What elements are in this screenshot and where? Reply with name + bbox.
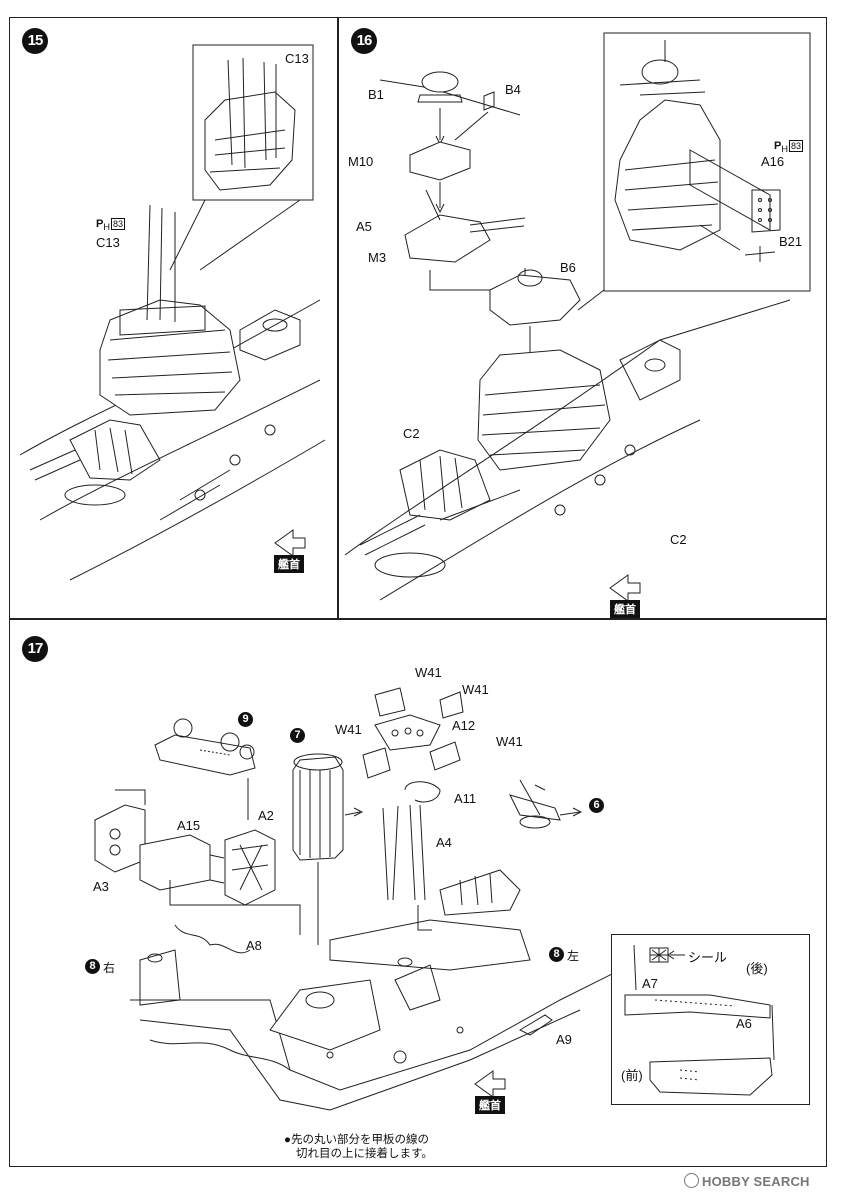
part-label-w41-d: W41	[496, 734, 523, 749]
part-label-b4: B4	[505, 82, 521, 97]
label-front: (前)	[621, 1068, 643, 1083]
part-label-b21: B21	[779, 234, 803, 249]
part-label-c2-left: C2	[403, 426, 420, 441]
subassembly-ref-8-right: 8	[85, 959, 100, 974]
part-label-a3: A3	[93, 879, 109, 894]
part-label-c13-inset: C13	[285, 51, 309, 66]
bow-label-16: 艦首	[610, 600, 640, 618]
side-label-left: 左	[567, 949, 580, 963]
bow-direction-marker-17: 艦首	[467, 1066, 517, 1116]
bow-direction-marker-15: 艦首	[266, 525, 316, 575]
step-number-15: 15	[22, 28, 48, 54]
part-label-a7: A7	[642, 976, 658, 991]
subassembly-ref-6: 6	[589, 798, 604, 813]
part-label-b6: B6	[560, 260, 576, 275]
part-label-c13: C13	[96, 235, 120, 250]
label-rear: (後)	[746, 961, 768, 976]
part-label-m3: M3	[368, 250, 387, 265]
watermark-text: HOBBY SEARCH	[702, 1174, 810, 1189]
part-label-a9: A9	[556, 1032, 572, 1047]
part-label-m10: M10	[348, 154, 374, 169]
subassembly-ref-7: 7	[290, 728, 305, 743]
watermark: HOBBY SEARCH	[684, 1173, 810, 1189]
side-label-right: 右	[103, 961, 116, 975]
step-number-17: 17	[22, 636, 48, 662]
step-number-16: 16	[351, 28, 377, 54]
part-label-w41-a: W41	[415, 665, 442, 680]
part-label-a4: A4	[436, 835, 452, 850]
assembly-note-line-2: 切れ目の上に接着します。	[296, 1148, 433, 1160]
bow-direction-marker-16: 艦首	[602, 570, 652, 620]
subassembly-ref-9: 9	[238, 712, 253, 727]
part-label-a11: A11	[454, 791, 477, 806]
assembly-note: ●先の丸い部分を甲板の線の 切れ目の上に接着します。	[284, 1133, 433, 1161]
part-label-a2: A2	[258, 808, 274, 823]
bow-label-17: 艦首	[475, 1096, 505, 1114]
part-label-b1: B1	[368, 87, 384, 102]
bow-label-15: 艦首	[274, 555, 304, 573]
part-label-c2-right: C2	[670, 532, 687, 547]
watermark-logo-icon	[684, 1173, 699, 1188]
part-label-a15: A15	[177, 818, 201, 833]
assembly-note-line-1: ●先の丸い部分を甲板の線の	[284, 1134, 429, 1146]
part-label-a8: A8	[246, 938, 262, 953]
part-label-w41-b: W41	[462, 682, 489, 697]
decal-label-seal: シール	[688, 950, 728, 965]
part-label-a5: A5	[356, 219, 372, 234]
part-label-w41-c: W41	[335, 722, 362, 737]
subassembly-ref-8-left: 8	[549, 947, 564, 962]
flagpole-inset	[611, 934, 810, 1105]
part-label-a12: A12	[452, 718, 476, 733]
part-label-a6: A6	[736, 1016, 752, 1031]
part-label-a16: A16	[761, 154, 785, 169]
